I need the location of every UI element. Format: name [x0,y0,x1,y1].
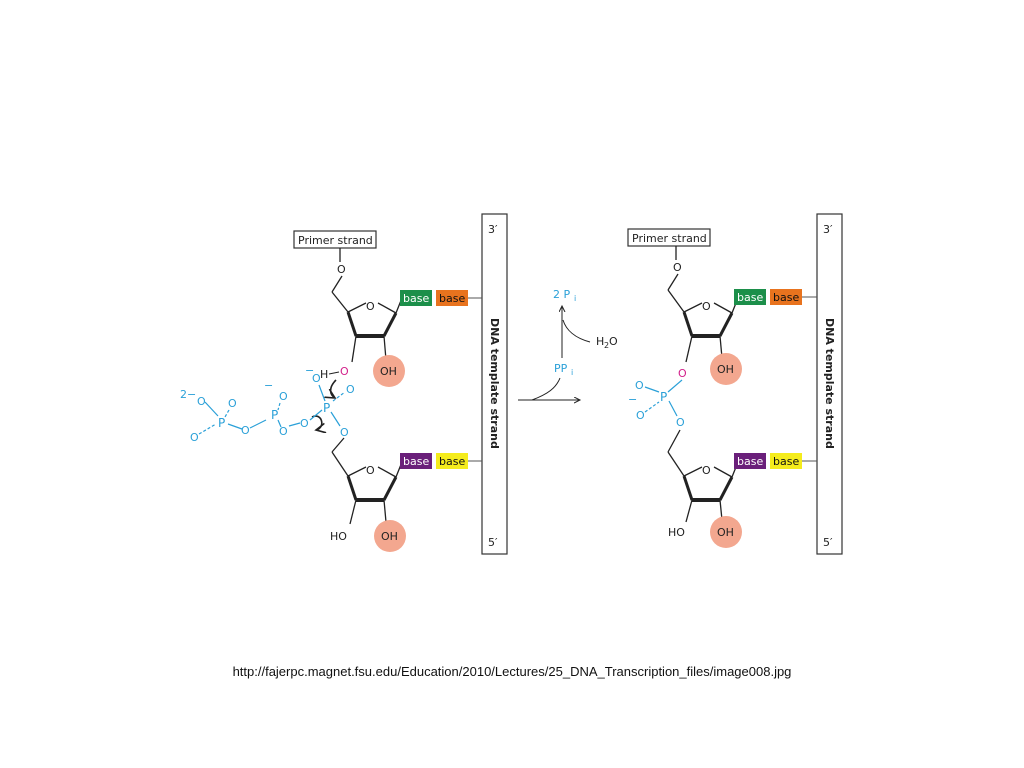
top-sugar: O OH [346,297,405,387]
primer-strand-label-right: Primer strand [632,232,707,245]
h2o-subscript: 2 [604,341,609,350]
bottom-sugar: O OH HO [330,461,406,552]
phosphorus-gamma: P [218,416,225,430]
bottom-sugar-right: O OH HO [668,461,742,548]
right-panel: 3′ 5′ DNA template strand Primer strand … [627,213,843,555]
ring-o-top-right: O [702,300,711,313]
two-pi-subscript: i [574,294,576,303]
ho-bottom: HO [330,530,347,543]
o-atom: O [340,426,349,439]
charge-minus-right: − [628,393,637,406]
o-5prime-right: O [673,261,682,274]
oh-bottom: OH [381,530,398,543]
o-atom: O [346,383,355,396]
primer-strand-box-right [627,228,711,247]
o-atom: O [241,424,250,437]
ppi-label: PP [554,362,568,375]
base-label-yellow: base [439,455,465,468]
base-box-purple [400,453,432,469]
h-atom: H [320,368,328,381]
ring-o-bottom-right: O [702,464,711,477]
base-box-green-right [734,289,766,305]
o-atom: O [279,390,288,403]
base-label-yellow-right: base [773,455,799,468]
base-box-yellow [436,453,468,469]
base-label-orange: base [439,292,465,305]
five-prime-label: 5′ [488,536,498,549]
charge-minus-a: − [264,379,273,392]
ppi-subscript: i [571,368,573,377]
h2o-label: H [596,335,604,348]
five-prime-label-right: 5′ [823,536,833,549]
oh-highlight-bottom [374,520,406,552]
template-strand-box-right [816,213,843,555]
primer-strand-label: Primer strand [298,234,373,247]
source-url: http://fajerpc.magnet.fsu.edu/Education/… [232,664,792,679]
oh-bottom-right: OH [717,526,734,539]
ring-o-top: O [366,300,375,313]
ring-o-bottom: O [366,464,375,477]
oh-highlight-bottom-right [710,516,742,548]
o-atom-right: O [635,379,644,392]
oh-highlight-top [373,355,405,387]
leaving-arrow [311,415,322,430]
oh-top: OH [380,365,397,378]
h2o-tail: O [609,335,618,348]
template-strand-label: DNA template strand [488,318,501,449]
base-box-green [400,290,432,306]
template-strand-label-right: DNA template strand [823,318,836,449]
o-atom: O [312,372,321,385]
base-label-orange-right: base [773,291,799,304]
base-box-orange-right [770,289,802,305]
o-atom: O [197,395,206,408]
o-atom-right: O [636,409,645,422]
o-atom: O [279,425,288,438]
charge-2minus: 2− [180,388,196,401]
reaction-arrow-group: PP i H 2 O 2 P i [518,288,618,400]
phosphorus-alpha: P [323,401,330,415]
attack-arrow [331,379,337,398]
o-3prime-pink: O [340,365,349,378]
o-atom: O [190,431,199,444]
o-3prime-pink-right: O [678,367,687,380]
base-label-green-right: base [737,291,763,304]
ho-bottom-right: HO [668,526,685,539]
left-panel: 3′ 5′ DNA template strand Primer strand … [180,213,508,555]
oh-top-right: OH [717,363,734,376]
primer-strand-box [293,230,377,249]
two-pi-label: 2 P [553,288,570,301]
o-atom: O [300,417,309,430]
charge-minus-b: − [305,364,314,377]
oh-highlight-top-right [710,353,742,385]
o-atom: O [228,397,237,410]
o-atom-right: O [676,416,685,429]
base-box-purple-right [734,453,766,469]
base-label-green: base [403,292,429,305]
base-label-purple: base [403,455,429,468]
phosphorus-right: P [660,390,667,404]
phosphorus-beta: P [271,408,278,422]
base-label-purple-right: base [737,455,763,468]
base-box-orange [436,290,468,306]
o-5prime-top: O [337,263,346,276]
three-prime-label: 3′ [488,223,498,236]
base-box-yellow-right [770,453,802,469]
triphosphate: 2− O O P O O − P O O O − O P O [180,364,355,444]
template-strand-box [481,213,508,555]
top-sugar-right: O OH [682,297,742,385]
three-prime-label-right: 3′ [823,223,833,236]
